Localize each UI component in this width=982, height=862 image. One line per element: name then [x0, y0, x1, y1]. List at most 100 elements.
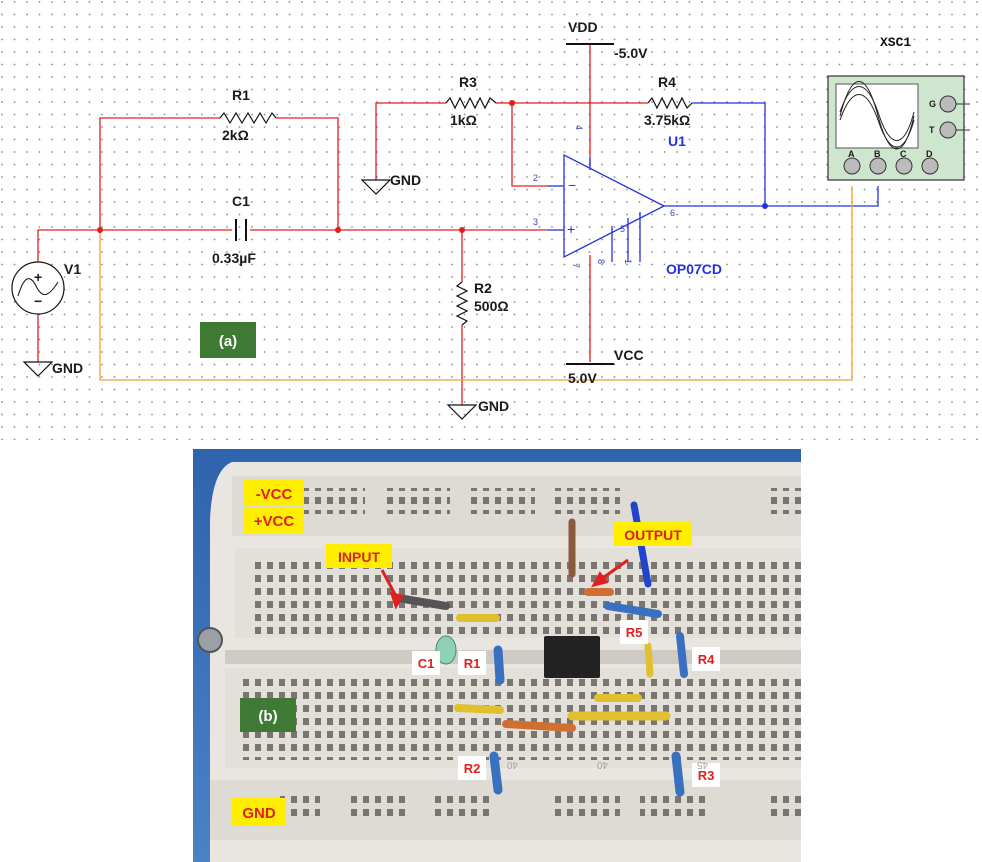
- gnd-label: GND: [52, 360, 83, 376]
- r4-name: R4: [658, 74, 676, 90]
- opamp-symbol: − +: [548, 153, 666, 262]
- svg-text:+: +: [34, 269, 42, 285]
- vdd-label: VDD: [568, 19, 598, 35]
- resistor-r2: [489, 751, 503, 795]
- panel-a-tag-text: (a): [219, 333, 237, 350]
- r3-label: R3: [698, 768, 715, 783]
- opamp-ref: U1: [668, 133, 686, 149]
- opamp-pin-label: 7: [571, 263, 581, 268]
- svg-text:−: −: [34, 293, 42, 309]
- c1-label: C1: [418, 656, 435, 671]
- voltage-source-icon: + −: [11, 261, 65, 315]
- red-wires: [37, 44, 648, 405]
- svg-text:+: +: [567, 221, 575, 237]
- capacitor-symbol: [235, 219, 247, 241]
- scope-terminal-label: C: [900, 149, 907, 159]
- r2-name: R2: [474, 280, 492, 296]
- r1-label: R1: [464, 656, 481, 671]
- jumper-wire: [454, 704, 504, 714]
- capacitor-c1: [435, 635, 457, 665]
- ground-icon: [360, 179, 392, 195]
- breadboard-components: [394, 501, 688, 797]
- resistor-r3: [671, 751, 685, 797]
- panel-b-tag: [240, 698, 296, 732]
- svg-text:−: −: [568, 177, 576, 193]
- output-label: OUTPUT: [624, 527, 682, 543]
- rail-holes: [280, 794, 320, 820]
- rail-holes: [385, 488, 450, 514]
- output-arrow-icon: [599, 558, 629, 582]
- r3-value: 1kΩ: [450, 112, 477, 128]
- opamp-pin-label: 5: [620, 224, 625, 234]
- gnd-label: GND: [478, 398, 509, 414]
- junction-dots: [97, 100, 768, 233]
- jumper-wire: [502, 720, 576, 732]
- ground-icons: [22, 179, 478, 420]
- grid-background: [0, 0, 982, 440]
- gnd-rail-label: GND: [242, 805, 276, 822]
- ground-icon: [446, 404, 478, 420]
- scope-side-label: T: [929, 125, 935, 135]
- board-number: 45: [696, 759, 708, 770]
- resistor-r4: [676, 632, 688, 678]
- opamp-pin-label: 4: [574, 125, 584, 130]
- pos-vcc-label: +VCC: [254, 513, 295, 530]
- rail-holes: [345, 794, 410, 820]
- r4-value: 3.75kΩ: [644, 112, 690, 128]
- schematic-panel: + − − + 2 3 4 5 6 7 8 1: [0, 0, 982, 440]
- r2-value: 500Ω: [474, 298, 509, 314]
- scope-terminal-label: D: [926, 149, 933, 159]
- panel-a-tag: [200, 322, 256, 358]
- rail-holes: [555, 794, 620, 820]
- orange-wire: [99, 186, 853, 381]
- neg-vcc-label: -VCC: [256, 486, 293, 503]
- rail-holes: [765, 794, 801, 820]
- r3-name: R3: [459, 74, 477, 90]
- opamp-pin-label: 2: [533, 173, 538, 183]
- rail-holes: [470, 488, 535, 514]
- r2-label: R2: [464, 761, 481, 776]
- gnd-label: GND: [390, 172, 421, 188]
- jumper-wire: [644, 642, 654, 678]
- scope-terminal-label: A: [848, 149, 855, 159]
- opamp-pin-label: 6: [670, 208, 675, 218]
- rail-holes: [430, 794, 495, 820]
- r1-name: R1: [232, 87, 250, 103]
- r1-value: 2kΩ: [222, 127, 249, 143]
- resistor-symbols: [219, 96, 693, 326]
- supply-bars: [566, 43, 614, 365]
- center-channel: [225, 650, 801, 664]
- resistor-r1: [493, 645, 505, 685]
- blue-wires: [662, 102, 879, 207]
- opamp-chip: [544, 636, 600, 678]
- input-label: INPUT: [338, 549, 380, 565]
- vcc-label: VCC: [614, 347, 644, 363]
- opamp-part: OP07CD: [666, 261, 722, 277]
- vcc-value: 5.0V: [568, 370, 597, 386]
- scope-side-label: G: [929, 99, 936, 109]
- pointer-arrows: [380, 558, 629, 610]
- r4-label: R4: [698, 652, 715, 667]
- c1-value: 0.33µF: [212, 250, 256, 266]
- panel-b-tag-text: (b): [258, 708, 277, 725]
- rail-labels: -VCC +VCC GND INPUT OUTPUT: [232, 480, 692, 826]
- v1-name: V1: [64, 261, 81, 277]
- board-number: 40: [506, 759, 518, 770]
- input-arrow-icon: [389, 592, 405, 610]
- output-arrow-icon: [591, 571, 609, 588]
- terminal-holes: [250, 556, 801, 634]
- vdd-value: -5.0V: [614, 45, 648, 61]
- oscilloscope-icon: [827, 75, 970, 181]
- ground-icon: [22, 361, 54, 377]
- r3-symbol: [445, 96, 497, 110]
- c1-name: C1: [232, 193, 250, 209]
- rail-holes: [300, 488, 365, 514]
- r1-symbol: [219, 111, 277, 125]
- rail-holes: [640, 794, 705, 820]
- scope-name: XSC1: [880, 35, 911, 50]
- mount-screw-icon: [197, 627, 223, 653]
- rail-holes: [765, 488, 801, 514]
- opamp-pin-label: 8: [596, 259, 606, 264]
- opamp-pin-label: 1: [623, 259, 633, 264]
